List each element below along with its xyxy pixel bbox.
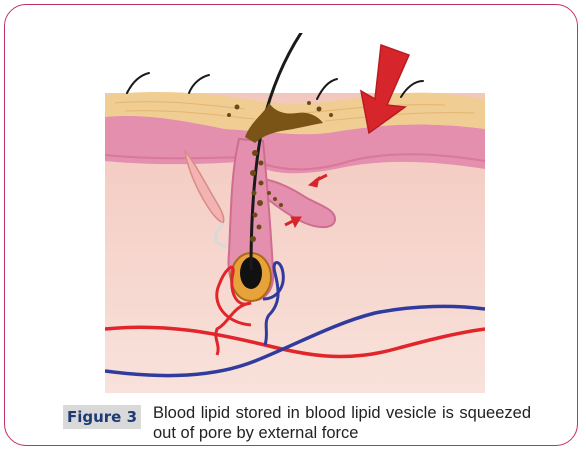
figure-caption: Figure 3 Blood lipid stored in blood lip… [63, 401, 531, 445]
skin-pore-illustration [105, 33, 485, 393]
skin-surface-layer [105, 92, 485, 135]
figure-frame: Figure 3 Blood lipid stored in blood lip… [4, 4, 578, 446]
lipid-deposits [227, 101, 333, 242]
artery [105, 325, 485, 359]
caption-text: Blood lipid stored in blood lipid vesicl… [153, 404, 531, 442]
vein-branch [262, 261, 285, 346]
down-left-arrow-icon [359, 43, 411, 135]
pressure-arrows-icon [284, 173, 328, 229]
artery-branch [214, 265, 252, 356]
vein [105, 304, 485, 378]
figure-label: Figure 3 [63, 405, 141, 429]
short-hair [400, 80, 424, 98]
short-hair [316, 78, 338, 100]
lipid-vesicle [261, 177, 337, 229]
short-hair [126, 72, 150, 94]
short-hair [188, 74, 210, 94]
